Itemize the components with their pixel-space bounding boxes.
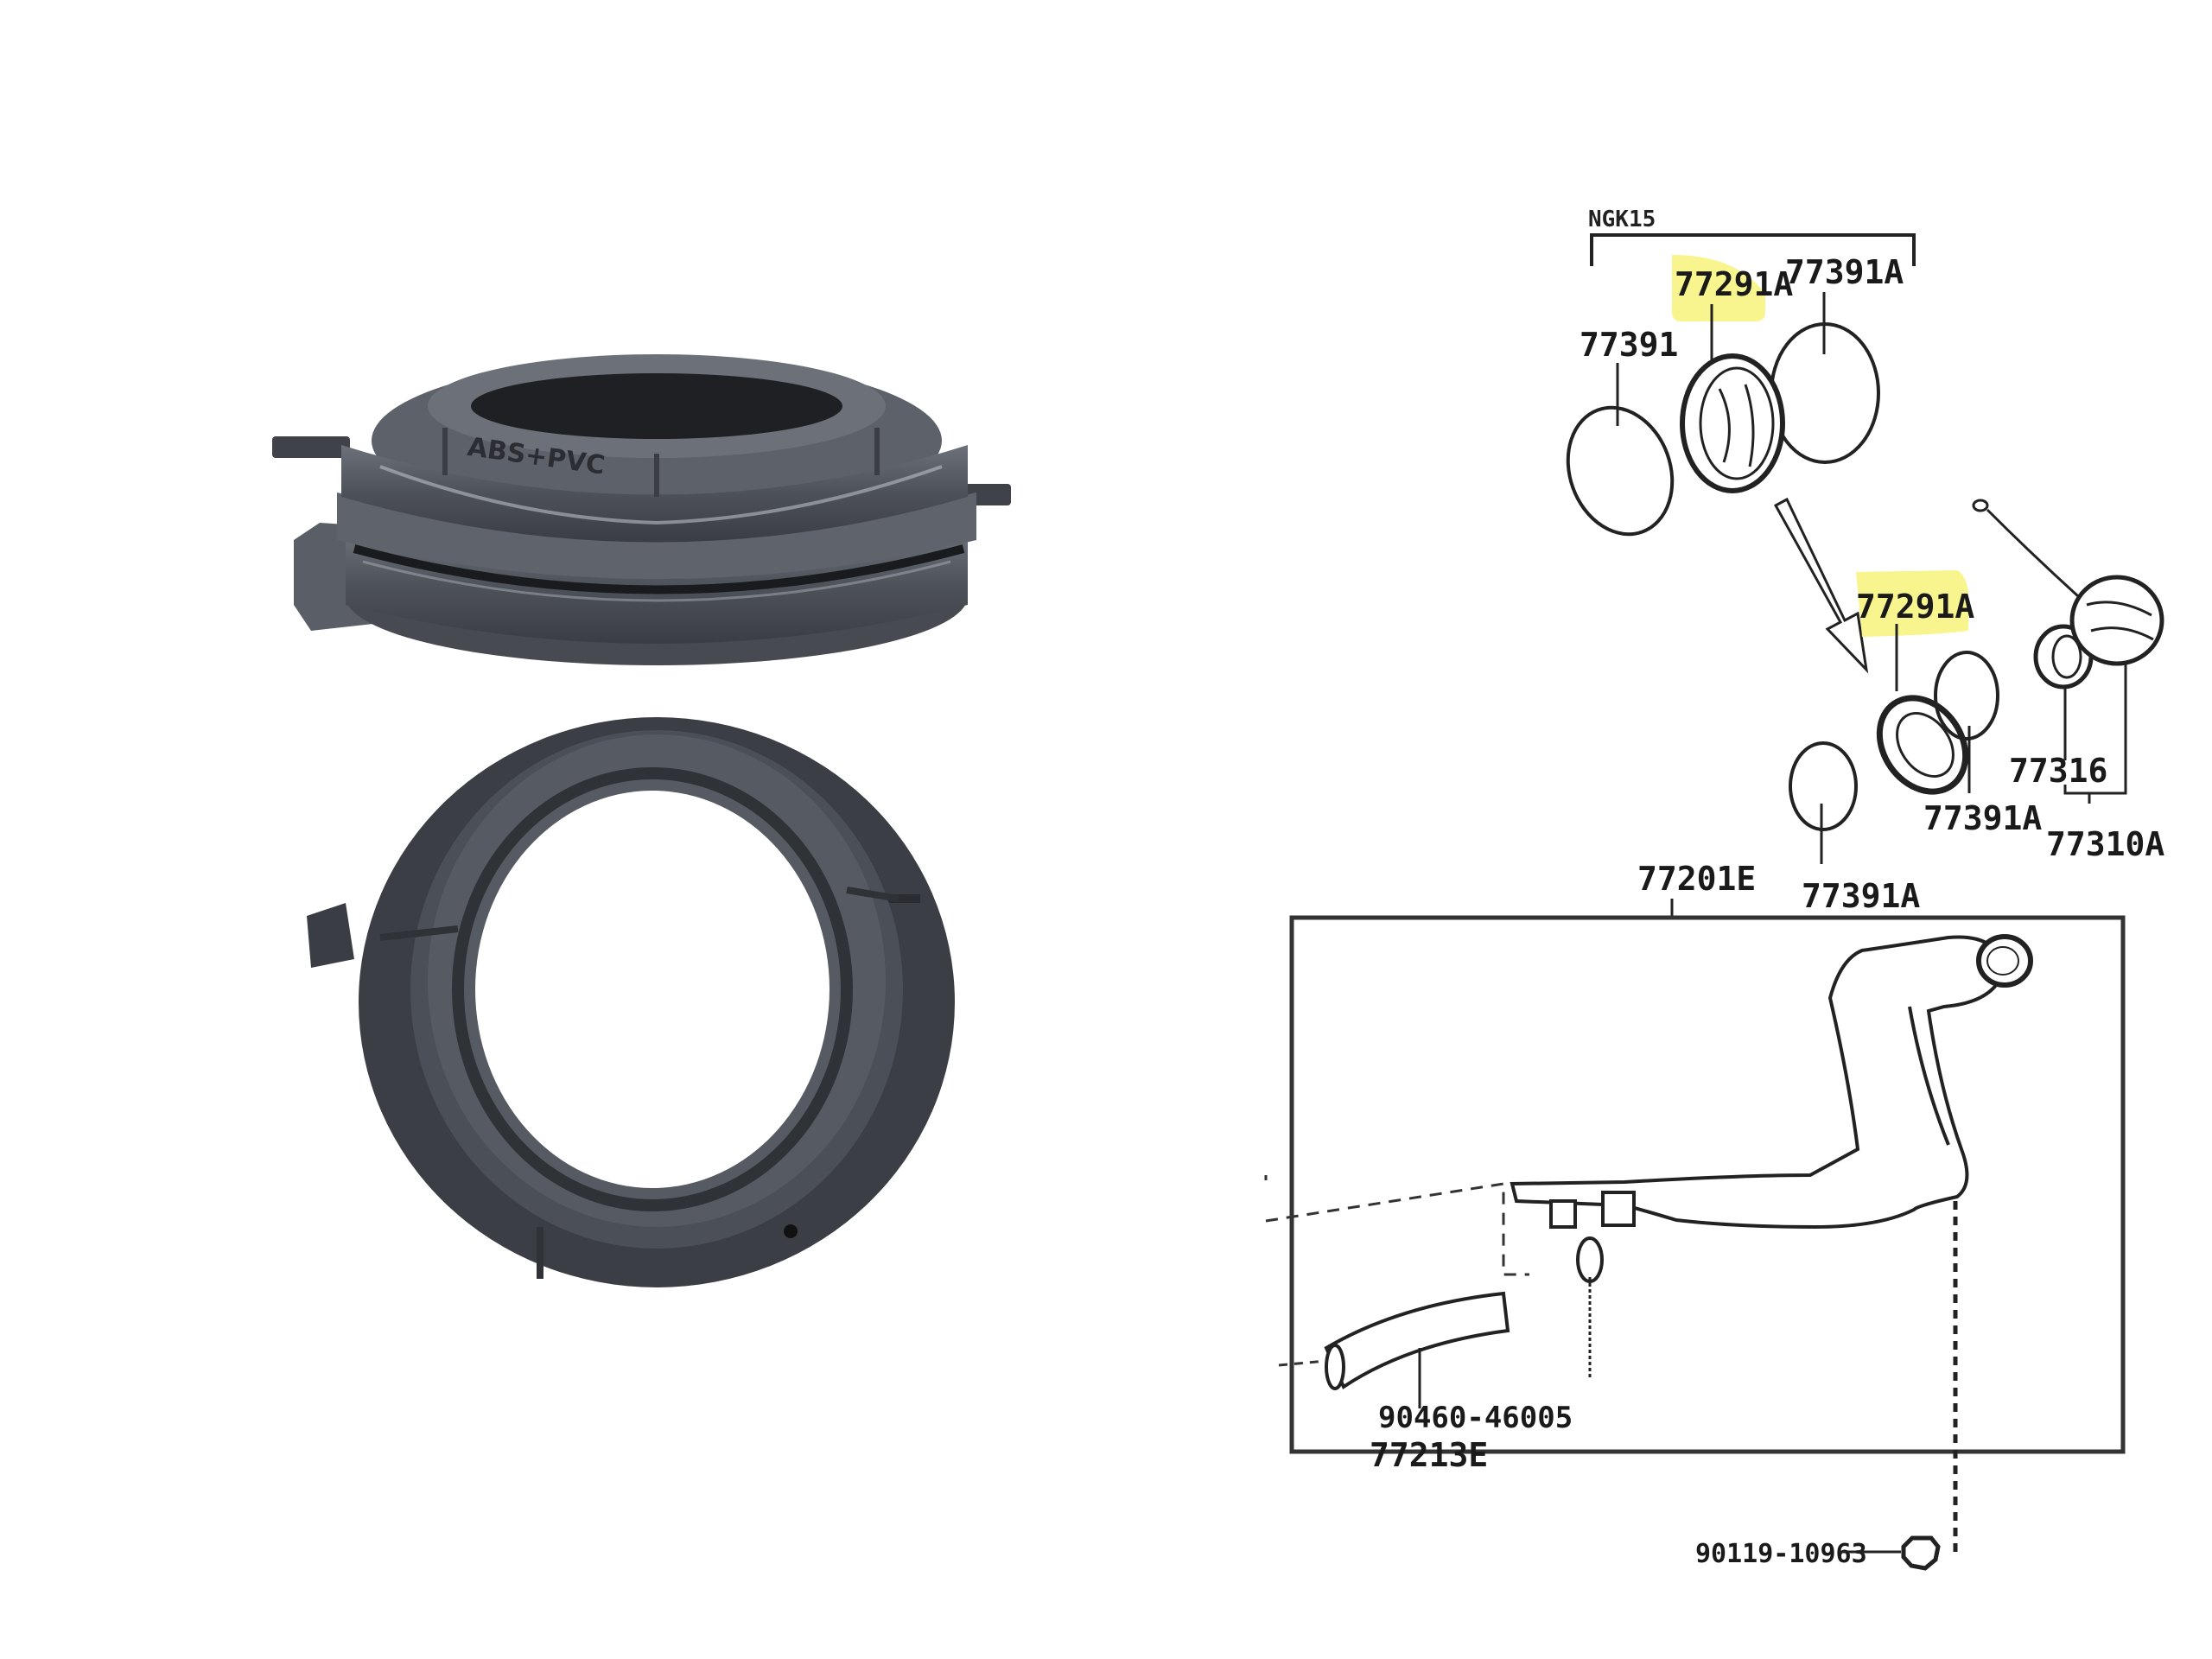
label-77391A-low: 77391A [1802,877,1920,915]
group-label: NGK15 [1588,207,1656,232]
label-77213E: 77213E [1370,1436,1488,1474]
label-77391: 77391 [1580,326,1678,364]
label-90460-46005: 90460-46005 [1378,1401,1573,1435]
bolt-icon [1901,1535,1941,1571]
label-77391A-mid: 77391A [1923,799,2042,837]
highlight-77291A-mid [1856,570,1968,637]
label-77316: 77316 [2009,752,2107,790]
label-77391A-top: 77391A [1785,253,1904,291]
label-77291A-mid: 77291A [1856,588,1974,626]
label-90119-10963: 90119-10963 [1695,1539,1867,1569]
label-77310A: 77310A [2046,825,2164,863]
highlight-77291A-top [1672,255,1765,321]
product-photo-side-view: ABS+PVC [272,354,1011,665]
label-77291A-top: 77291A [1675,265,1793,303]
product-photo-top-view [307,717,955,1287]
label-77201E: 77201E [1637,860,1756,898]
